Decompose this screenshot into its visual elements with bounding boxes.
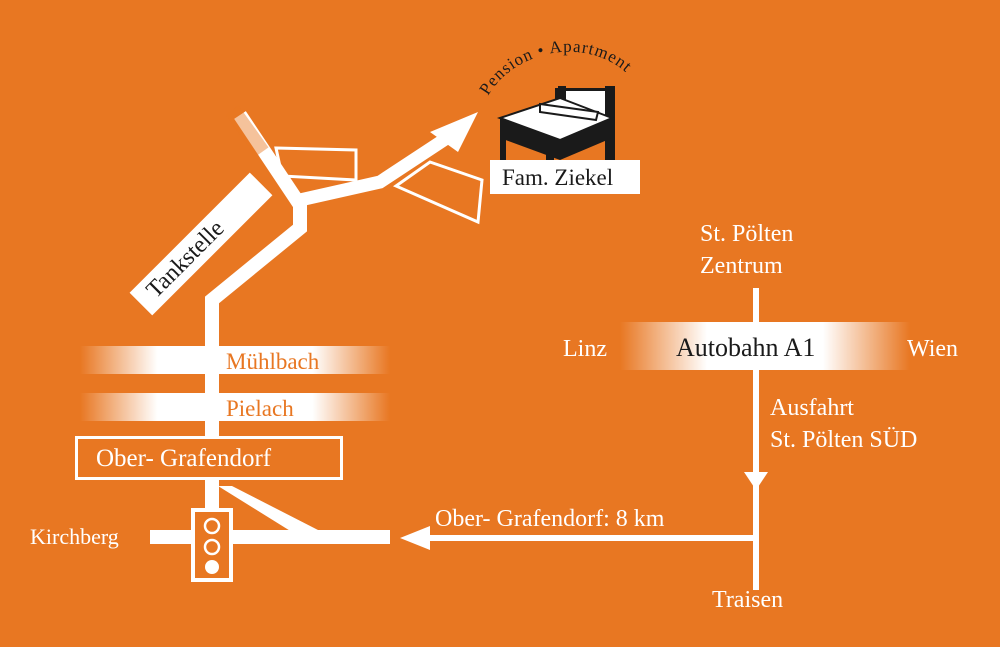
bed-icon — [496, 86, 615, 174]
exit-arrow-down — [744, 472, 768, 490]
main-road-north — [205, 111, 307, 446]
road-to-pension — [298, 122, 466, 207]
town-label: Ober- Grafendorf — [96, 445, 272, 472]
distance-road — [420, 535, 756, 541]
st-poelten-zentrum-line1: St. Pölten — [700, 221, 794, 247]
town-box — [75, 436, 343, 480]
road-kirchberg — [150, 530, 390, 544]
traisen-label: Traisen — [712, 587, 784, 613]
road-north-fade — [225, 105, 269, 157]
arrow-to-town — [400, 526, 430, 550]
autobahn-band — [620, 322, 910, 370]
arrow-to-pension — [430, 112, 478, 152]
st-poelten-zentrum-line2: Zentrum — [700, 253, 783, 279]
distance-label: Ober- Grafendorf: 8 km — [435, 506, 665, 532]
building-outline-2 — [392, 160, 484, 225]
linz-label: Linz — [563, 336, 607, 362]
exit-line1: Ausfahrt — [770, 395, 854, 421]
autobahn-label: Autobahn A1 — [676, 333, 816, 362]
river-pielach-band — [80, 393, 390, 421]
highway-north-line — [753, 288, 759, 324]
river-muehlbach-band — [80, 346, 390, 374]
pension-name-box — [490, 160, 640, 194]
building-outline-1 — [274, 146, 358, 182]
road-diagonal — [218, 486, 318, 537]
pension-name: Fam. Ziekel — [502, 165, 614, 190]
wien-label: Wien — [907, 336, 959, 362]
river-pielach-label: Pielach — [226, 396, 294, 421]
river-muehlbach-label: Mühlbach — [226, 349, 320, 374]
kirchberg-label: Kirchberg — [30, 524, 119, 549]
traffic-light-icon — [191, 508, 233, 582]
exit-line2: St. Pölten SÜD — [770, 427, 918, 453]
